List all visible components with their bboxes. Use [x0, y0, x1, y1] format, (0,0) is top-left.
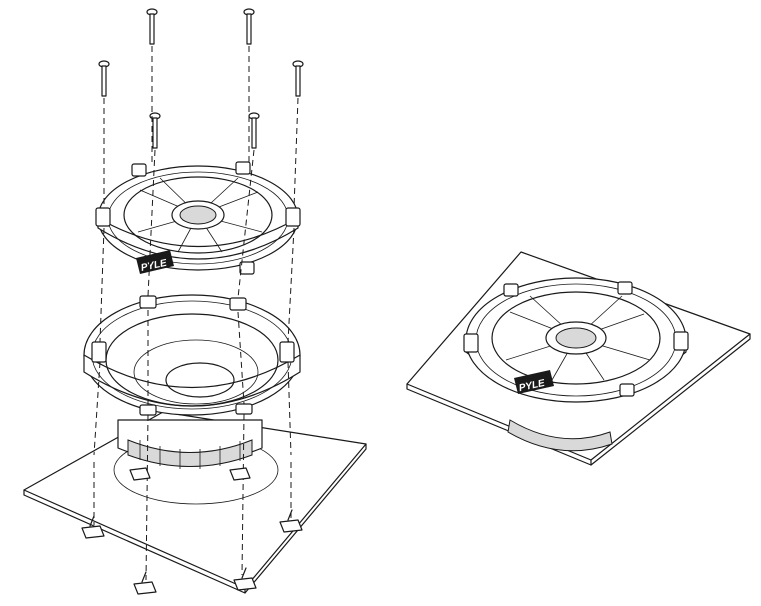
exploded-assembly: PYLE — [23, 8, 367, 595]
clip — [129, 467, 151, 481]
installed-view: PYLE — [406, 251, 751, 466]
clip — [81, 515, 105, 539]
installed-logo-badge: PYLE — [514, 370, 554, 394]
installed-magnet — [507, 419, 613, 452]
screw — [292, 60, 304, 97]
grille-logo-badge: PYLE — [136, 250, 174, 274]
installed-grille: PYLE — [463, 277, 689, 403]
speaker — [83, 294, 301, 416]
speaker-magnet — [117, 419, 263, 469]
alignment-lines — [93, 46, 299, 581]
screw — [248, 112, 260, 149]
clips — [81, 467, 303, 595]
installed-logo-text: PYLE — [518, 378, 546, 394]
screw — [146, 8, 158, 45]
screws — [98, 8, 304, 149]
screw — [149, 112, 161, 149]
clip — [233, 567, 257, 591]
grille: PYLE — [95, 161, 301, 275]
screw — [98, 60, 110, 97]
clip — [279, 509, 303, 533]
clip — [133, 571, 157, 595]
clip — [229, 467, 251, 481]
screw — [243, 8, 255, 45]
grille-logo-text: PYLE — [140, 258, 168, 274]
